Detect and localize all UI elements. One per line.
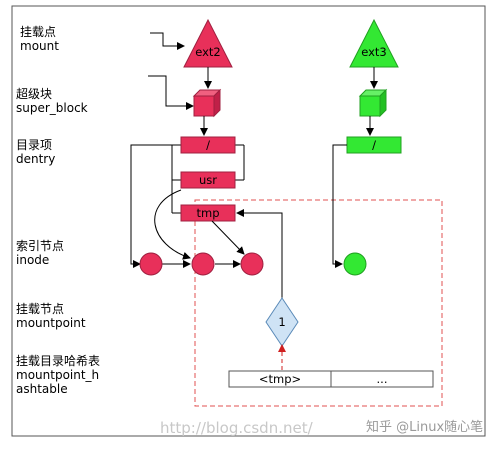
ext2-inode-root xyxy=(139,252,163,276)
root-to-inode-arrow xyxy=(130,144,181,268)
usr-to-inode-arrow xyxy=(154,189,191,260)
hashtable-cell-tmp-label: <tmp> xyxy=(259,372,301,386)
ext2-label: ext2 xyxy=(195,45,221,59)
tmp-to-inode-arrow xyxy=(211,220,245,255)
label-mount-cn: 挂载点 xyxy=(20,25,56,39)
label-mountpoint-en: mountpoint xyxy=(16,316,86,330)
mountpoint-value: 1 xyxy=(278,315,285,329)
ext3-superblock-cube xyxy=(358,88,388,118)
label-dentry-en: dentry xyxy=(16,152,55,166)
label-mountpoint-cn: 挂载节点 xyxy=(16,302,64,316)
mount-pointer-arrow xyxy=(150,32,185,50)
ext2-inode-tmp xyxy=(240,252,264,276)
ext2-superblock-cube xyxy=(192,88,222,118)
hashtable-cell-more-label: ... xyxy=(377,372,388,386)
label-inode-en: inode xyxy=(16,253,49,267)
label-hashtable-en1: mountpoint_h xyxy=(16,368,99,382)
label-inode-cn: 索引节点 xyxy=(16,239,64,253)
superblock-pointer-arrow xyxy=(148,75,194,110)
label-superblock-cn: 超级块 xyxy=(16,86,52,101)
label-hashtable-en2: ashtable xyxy=(16,382,68,396)
label-superblock-en: super_block xyxy=(16,101,88,115)
ext2-filesystem-node xyxy=(183,18,233,68)
usr-dentry xyxy=(180,171,236,189)
ext2-inode-usr xyxy=(191,252,215,276)
usr-dentry-label: usr xyxy=(199,173,217,187)
watermark-url: http://blog.csdn.net/ xyxy=(160,419,314,437)
outer-frame xyxy=(11,5,486,437)
mountpoint-to-tmp-arrow xyxy=(236,209,283,298)
label-hashtable-cn: 挂载目录哈希表 xyxy=(16,353,100,368)
label-dentry-cn: 目录项 xyxy=(16,138,52,152)
ext3-inode-root xyxy=(343,252,367,276)
ext2-root-dentry xyxy=(180,136,236,154)
ext3-filesystem-node xyxy=(349,18,399,68)
hashtable-cell-more xyxy=(330,370,434,388)
watermark-author: 知乎 @Linux随心笔 xyxy=(366,419,483,435)
ext3-root-dentry-label: / xyxy=(372,138,376,152)
ext3-label: ext3 xyxy=(361,45,387,59)
tmp-dentry-label: tmp xyxy=(196,206,219,220)
tmp-dentry xyxy=(180,204,236,222)
mount-highlight-box xyxy=(194,199,443,407)
label-mount-en: mount xyxy=(20,39,59,53)
ext3-root-to-inode-arrow xyxy=(332,144,347,268)
ext2-root-dentry-label: / xyxy=(206,138,210,152)
